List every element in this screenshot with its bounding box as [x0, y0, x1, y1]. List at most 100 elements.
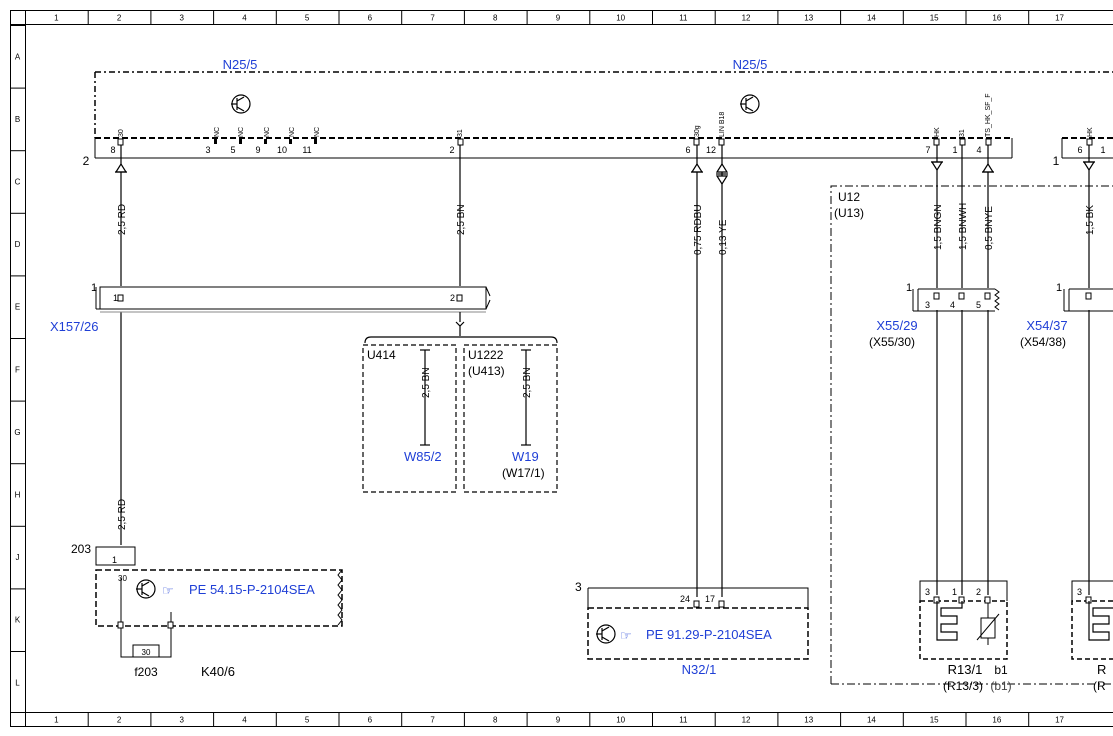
pin-number: 10: [277, 145, 287, 155]
grid-row-label: C: [15, 178, 21, 187]
grid-column-label: 5: [305, 14, 310, 23]
x157-pin2: 2: [450, 293, 455, 303]
fuse-label: 30: [142, 648, 151, 657]
grid-column-label: 8: [493, 14, 498, 23]
connector-x55-29: [912, 288, 1000, 312]
fuse-block-k40-6: [95, 546, 343, 658]
wire-label: 2,5 BN: [421, 367, 432, 398]
r13-b1: b1: [994, 663, 1008, 677]
grid-column-label: 15: [930, 14, 939, 23]
pin-number: 1: [1100, 145, 1105, 155]
module-n32-1: [587, 587, 809, 660]
grid-column-label: 10: [616, 14, 625, 23]
grid-row-label: F: [15, 365, 20, 374]
grid-column-label: 6: [368, 716, 373, 725]
x55-pin: 5: [976, 300, 981, 310]
pin-number: 5: [230, 145, 235, 155]
region-u12: [830, 185, 1113, 685]
grid-column-label: 14: [867, 14, 876, 23]
grid-column-label: 16: [992, 14, 1001, 23]
pin-label: LIN B18: [719, 112, 726, 137]
grid-column-label: 14: [867, 716, 876, 725]
grid-column-label: 17: [1055, 716, 1064, 725]
r13-pin: 1: [952, 587, 957, 597]
r13-pin: 3: [925, 587, 930, 597]
wire-label: 0,75 RDBU: [693, 204, 704, 255]
x55-sub: (X55/30): [869, 335, 915, 349]
pin-label: 31: [457, 129, 464, 137]
n32-pin-a: 24: [680, 594, 690, 604]
grid-column-label: 1: [54, 14, 59, 23]
pin-number: 7: [925, 145, 930, 155]
grid-row-label: D: [15, 240, 21, 249]
grid-row-label: L: [15, 678, 20, 687]
n32-reference-link[interactable]: PE 91.29-P-2104SEA: [646, 627, 772, 642]
pin-number: 9: [255, 145, 260, 155]
hand-pointer-icon[interactable]: ☞: [162, 583, 174, 598]
arrow-markers: [114, 161, 1096, 186]
grid-column-label: 7: [430, 716, 435, 725]
x54-sub: (X54/38): [1020, 335, 1066, 349]
wire-label: 0,13 YE: [718, 219, 729, 255]
pin-label: HK: [1087, 127, 1094, 137]
r13-sub: (R13/3): [943, 679, 983, 693]
x157-name: X157/26: [50, 319, 98, 334]
u414-ground: W85/2: [404, 449, 442, 464]
grid-column-label: 5: [305, 716, 310, 725]
connector-x157-26: [95, 286, 491, 313]
r-right-name: R: [1097, 662, 1106, 677]
pin-number: 4: [976, 145, 981, 155]
k40-reference-link[interactable]: PE 54.15-P-2104SEA: [189, 582, 315, 597]
grid-column-label: 4: [242, 14, 247, 23]
grid-row-label: G: [14, 428, 20, 437]
x157-pin1: 1: [113, 293, 118, 303]
r13-name: R13/1: [948, 662, 983, 677]
u12-title: U12: [838, 190, 860, 204]
grid-column-label: 3: [180, 716, 185, 725]
fuse-block-name: K40/6: [201, 664, 235, 679]
transistor-icon: [596, 624, 616, 644]
heater-r13-1: [919, 580, 1008, 660]
u12-sub: (U13): [834, 206, 864, 220]
fuse-symbol: [132, 644, 160, 658]
r13-pin: 2: [976, 587, 981, 597]
grid-column-label: 3: [180, 14, 185, 23]
grid-column-label: 6: [368, 14, 373, 23]
frame: [10, 10, 1113, 727]
r-right-pin: 3: [1077, 587, 1082, 597]
pin-label: NC: [214, 127, 221, 137]
wire-label: 2,5 BN: [456, 204, 467, 235]
wire-label: 2,5 RD: [117, 499, 128, 530]
pin-label: 31: [959, 129, 966, 137]
pin-number: 2: [449, 145, 454, 155]
grid-column-label: 4: [242, 716, 247, 725]
r13-sub-b1: (b1): [990, 679, 1011, 693]
n32-name: N32/1: [682, 662, 717, 677]
transistor-icon: [740, 94, 760, 114]
x55-pin: 3: [925, 300, 930, 310]
wire-label: 1,5 BK: [1085, 205, 1096, 235]
x55-connector-number: 1: [906, 282, 912, 294]
u414-title: U414: [367, 348, 396, 362]
module-connector-number-right: 1: [1053, 154, 1060, 168]
module-name-right: N25/5: [733, 57, 768, 72]
grid-column-label: 13: [804, 14, 813, 23]
pin-number: 6: [1077, 145, 1082, 155]
x55-pin: 4: [950, 300, 955, 310]
pin-label: NC: [314, 127, 321, 137]
transistor-icon: [136, 579, 156, 599]
pin-number: 6: [685, 145, 690, 155]
grid-column-label: 11: [679, 716, 688, 725]
pin-number: 8: [110, 145, 115, 155]
connector-x54-37: [1063, 288, 1113, 312]
grid-column-label: 2: [117, 716, 122, 725]
n32-connector: 3: [575, 580, 582, 594]
hand-pointer-icon[interactable]: ☞: [620, 628, 632, 643]
grid-column-label: 7: [430, 14, 435, 23]
module-pins: 30 8 NC 3 NC 5 NC 9 NC 10 NC 11 31 2 30g…: [110, 93, 1105, 155]
pin-label: NC: [264, 127, 271, 137]
grid-column-label: 9: [556, 716, 561, 725]
transistor-icon: [231, 94, 251, 114]
module-n25-5: [94, 71, 1113, 159]
fuse-block-connector: 203: [71, 542, 91, 556]
